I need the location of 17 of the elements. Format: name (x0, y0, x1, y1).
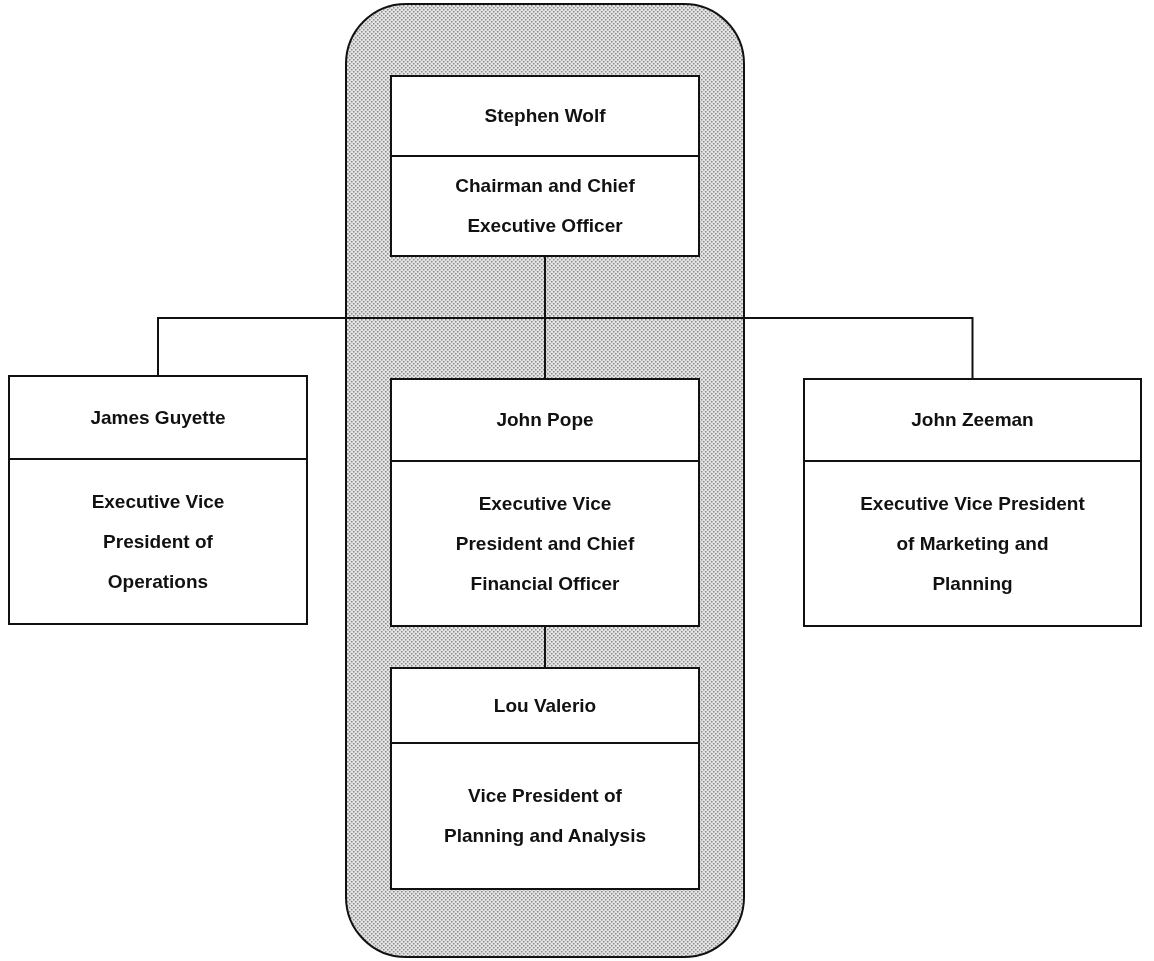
shaded-group-band (345, 3, 745, 958)
person-name: Stephen Wolf (484, 105, 606, 127)
person-name: John Zeeman (911, 409, 1034, 431)
org-position-box (803, 378, 1142, 627)
org-position-box (390, 75, 700, 257)
org-position-box (390, 378, 700, 627)
org-position-box (390, 667, 700, 890)
org-position-box (8, 375, 308, 625)
job-title: Executive Vice President of Marketing and Planning (859, 491, 1086, 596)
person-name: John Pope (496, 409, 594, 431)
job-title: Executive Vice President and Chief Financial Officer (454, 491, 636, 596)
job-title: Vice President of Planning and Analysis (443, 784, 647, 848)
connector-line (544, 626, 546, 668)
job-title: Executive Vice President of Operations (90, 489, 226, 594)
job-title: Chairman and Chief Executive Officer (454, 174, 636, 238)
person-name: Lou Valerio (493, 694, 597, 717)
person-name: James Guyette (90, 406, 226, 429)
